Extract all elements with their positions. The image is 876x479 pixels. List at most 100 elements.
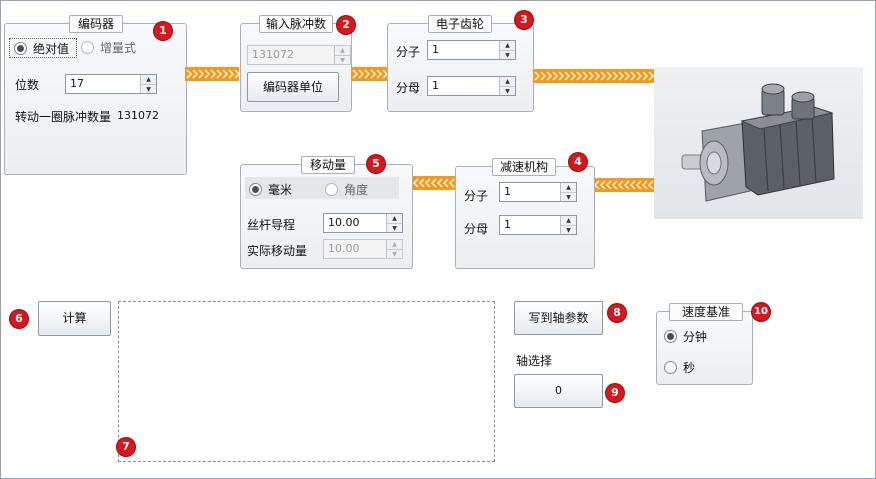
up-arrow-icon[interactable]: ▲ — [561, 183, 576, 193]
movement-title: 移动量 — [301, 156, 355, 174]
actual-movement-stepper: 10.00 ▲▼ — [323, 239, 403, 259]
gear-denominator-label: 分母 — [396, 81, 421, 95]
up-arrow-icon: ▲ — [387, 240, 402, 250]
write-axis-params-button[interactable]: 写到轴参数 — [514, 301, 603, 335]
radio-millimeter[interactable]: 毫米 — [249, 181, 292, 198]
badge-3: 3 — [515, 11, 533, 29]
electronic-gear-title: 电子齿轮 — [428, 15, 492, 33]
pulses-per-rev-value: 131072 — [117, 109, 159, 122]
input-pulses-stepper: 131072 ▲▼ — [247, 45, 351, 65]
encoder-unit-button[interactable]: 编码器单位 — [247, 72, 339, 102]
badge-8: 8 — [608, 304, 626, 322]
up-arrow-icon: ▲ — [335, 46, 350, 56]
badge-6: 6 — [10, 310, 28, 328]
radio-minute-dot — [664, 330, 677, 343]
reducer-title: 减速机构 — [492, 158, 556, 176]
radio-incremental-label: 增量式 — [100, 41, 137, 55]
calculate-button[interactable]: 计算 — [38, 301, 111, 336]
radio-minute-label: 分钟 — [683, 330, 708, 344]
down-arrow-icon[interactable]: ▼ — [392, 225, 397, 232]
radio-absolute-dot — [14, 42, 27, 55]
down-arrow-icon[interactable]: ▼ — [566, 227, 571, 234]
chevron-left-strip-icon — [593, 178, 654, 192]
badge-9: 9 — [606, 384, 624, 402]
bits-label: 位数 — [15, 78, 40, 92]
chevron-right-strip-icon — [185, 67, 239, 81]
flow-arrow-left-1 — [593, 178, 654, 192]
radio-second-dot — [664, 361, 677, 374]
gear-numerator-value: 1 — [432, 43, 439, 56]
encoder-title: 编码器 — [69, 15, 123, 33]
speed-base-group: 速度基准 分钟 秒 — [656, 303, 753, 385]
radio-absolute[interactable]: 绝对值 — [9, 38, 77, 58]
gear-numerator-label: 分子 — [396, 45, 421, 59]
movement-group: 移动量 毫米 角度 丝杆导程 10.00 ▲▼ 实际移动量 10.00 ▲▼ — [240, 156, 413, 269]
badge-1: 1 — [154, 22, 172, 40]
up-arrow-icon[interactable]: ▲ — [387, 214, 402, 224]
radio-minute[interactable]: 分钟 — [664, 328, 707, 345]
pulses-per-rev-label: 转动一圈脉冲数量 — [15, 110, 112, 124]
reducer-numerator-value: 1 — [504, 185, 511, 198]
bits-stepper[interactable]: 17 ▲▼ — [65, 74, 157, 94]
reducer-denominator-stepper[interactable]: 1 ▲▼ — [499, 215, 577, 235]
radio-absolute-label: 绝对值 — [33, 42, 70, 56]
down-arrow-icon[interactable]: ▼ — [566, 194, 571, 201]
gear-denominator-value: 1 — [432, 79, 439, 92]
electronic-gear-group: 电子齿轮 分子 1 ▲▼ 分母 1 ▲▼ — [387, 15, 534, 112]
badge-10: 10 — [752, 303, 770, 321]
radio-angle-label: 角度 — [344, 183, 369, 197]
up-arrow-icon[interactable]: ▲ — [500, 41, 515, 51]
servo-motor-image — [654, 67, 863, 219]
flow-arrow-right-3 — [533, 69, 654, 83]
input-pulses-group: 输入脉冲数 131072 ▲▼ 编码器单位 — [240, 15, 352, 112]
flow-arrow-right-2 — [351, 67, 387, 81]
up-arrow-icon[interactable]: ▲ — [500, 77, 515, 87]
chevron-right-strip-icon — [533, 69, 654, 83]
axis-select-label: 轴选择 — [516, 354, 553, 368]
reducer-denominator-value: 1 — [504, 218, 511, 231]
reducer-numerator-label: 分子 — [464, 189, 489, 203]
badge-2: 2 — [337, 16, 355, 34]
screw-lead-stepper[interactable]: 10.00 ▲▼ — [323, 213, 403, 233]
radio-millimeter-dot — [249, 183, 262, 196]
badge-5: 5 — [367, 155, 385, 173]
radio-incremental-dot — [81, 41, 94, 54]
screw-lead-label: 丝杆导程 — [247, 218, 296, 232]
flow-arrow-right-1 — [185, 67, 239, 81]
down-arrow-icon[interactable]: ▼ — [146, 86, 151, 93]
encoder-group: 编码器 绝对值 增量式 位数 17 ▲▼ 转动一圈脉冲数量 131072 — [4, 15, 187, 175]
radio-second-label: 秒 — [683, 361, 696, 375]
radio-incremental[interactable]: 增量式 — [81, 38, 136, 58]
screw-lead-value: 10.00 — [328, 216, 360, 229]
input-pulses-value: 131072 — [252, 48, 294, 61]
reducer-group: 减速机构 分子 1 ▲▼ 分母 1 ▲▼ — [455, 158, 595, 269]
up-arrow-icon[interactable]: ▲ — [141, 75, 156, 85]
gear-numerator-stepper[interactable]: 1 ▲▼ — [427, 40, 516, 60]
down-arrow-icon: ▼ — [340, 57, 345, 64]
speed-base-title: 速度基准 — [669, 303, 743, 321]
down-arrow-icon[interactable]: ▼ — [505, 52, 510, 59]
down-arrow-icon: ▼ — [392, 251, 397, 258]
radio-angle-dot — [325, 183, 338, 196]
radio-second[interactable]: 秒 — [664, 359, 695, 376]
reducer-numerator-stepper[interactable]: 1 ▲▼ — [499, 182, 577, 202]
gear-denominator-stepper[interactable]: 1 ▲▼ — [427, 76, 516, 96]
axis-select-button[interactable]: 0 — [514, 374, 603, 408]
servo-motor-illustration — [681, 83, 835, 202]
radio-angle[interactable]: 角度 — [325, 181, 368, 198]
chevron-left-strip-icon — [412, 176, 455, 190]
badge-4: 4 — [569, 153, 587, 171]
chevron-right-strip-icon — [351, 67, 387, 81]
movement-radio-row — [245, 177, 399, 199]
input-pulses-title: 输入脉冲数 — [259, 15, 333, 33]
badge-7: 7 — [117, 438, 135, 456]
bits-value: 17 — [70, 77, 84, 90]
actual-movement-value: 10.00 — [328, 242, 360, 255]
down-arrow-icon[interactable]: ▼ — [505, 88, 510, 95]
result-output-area[interactable] — [118, 301, 495, 462]
reducer-denominator-label: 分母 — [464, 222, 489, 236]
actual-movement-label: 实际移动量 — [247, 244, 308, 258]
radio-millimeter-label: 毫米 — [268, 183, 293, 197]
flow-arrow-left-2 — [412, 176, 455, 190]
up-arrow-icon[interactable]: ▲ — [561, 216, 576, 226]
